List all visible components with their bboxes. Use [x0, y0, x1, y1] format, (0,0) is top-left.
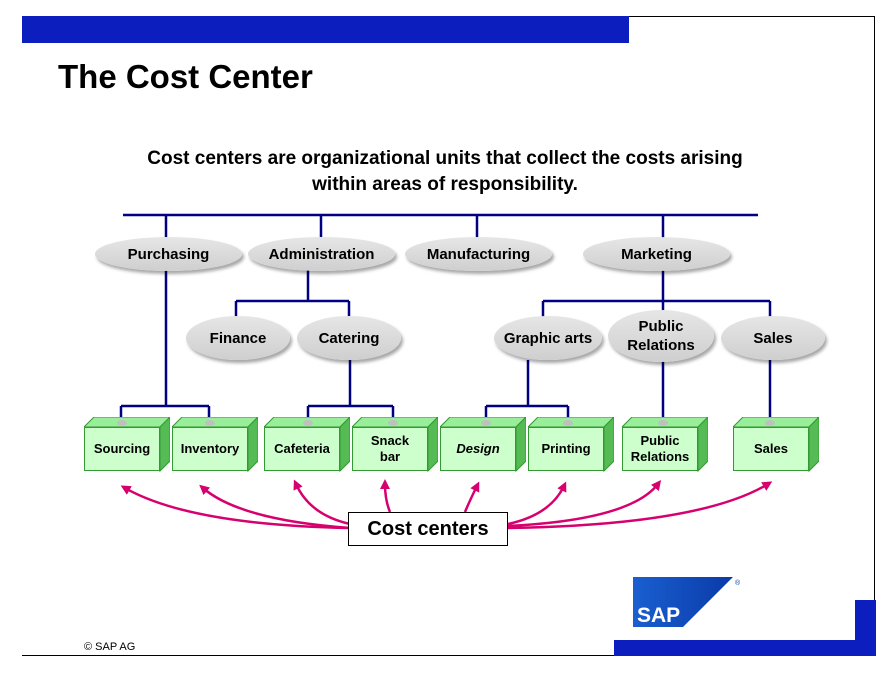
arrow-printing — [507, 481, 567, 526]
unit-catering: Catering — [297, 316, 401, 360]
arrow-inventory — [199, 484, 351, 530]
arrow-public-relations — [507, 480, 662, 528]
cost-center-box-public-relations: Public Relations — [622, 417, 708, 473]
cost-center-box-design: Design — [440, 417, 526, 473]
arrow-cafeteria — [293, 479, 351, 526]
department-manufacturing: Manufacturing — [405, 237, 552, 271]
box-label: Snack bar — [352, 427, 428, 471]
box-3d-shape — [264, 417, 350, 473]
box-label: Sales — [733, 427, 809, 471]
cost-center-box-sales: Sales — [733, 417, 819, 473]
department-purchasing: Purchasing — [95, 237, 242, 271]
cost-center-box-cafeteria: Cafeteria — [264, 417, 350, 473]
unit-finance: Finance — [186, 316, 290, 360]
cost-center-box-snack-bar: Snack bar — [352, 417, 438, 473]
cost-center-arrows — [120, 479, 773, 530]
arrow-snack-bar — [380, 479, 392, 513]
sap-logo-text: SAP — [637, 604, 680, 627]
cost-center-box-printing: Printing — [528, 417, 614, 473]
arrow-sales — [507, 481, 773, 530]
subtitle-line-1: Cost centers are organizational units th… — [147, 148, 743, 169]
box-3d-shape — [352, 417, 438, 473]
department-administration: Administration — [248, 237, 395, 271]
slide-subtitle: Cost centers are organizational units th… — [100, 146, 790, 198]
slide-title: The Cost Center — [58, 58, 313, 95]
subtitle-line-2: within areas of responsibility. — [312, 174, 578, 195]
box-label: Design — [440, 427, 516, 471]
cost-center-box-sourcing: Sourcing — [84, 417, 170, 473]
copyright-text: © SAP AG — [84, 641, 136, 653]
arrow-design — [463, 481, 480, 513]
unit-public-relations: Public Relations — [608, 310, 714, 362]
unit-graphic-arts: Graphic arts — [494, 316, 602, 360]
box-label: Sourcing — [84, 427, 160, 471]
cost-centers-label: Cost centers — [348, 512, 508, 546]
top-accent-bar — [22, 16, 629, 43]
unit-sales: Sales — [721, 316, 825, 360]
box-label: Inventory — [172, 427, 248, 471]
cost-center-box-inventory: Inventory — [172, 417, 258, 473]
bottom-accent-bar-vertical — [855, 600, 876, 656]
box-3d-shape — [84, 417, 170, 473]
sap-logo: SAP ® — [633, 577, 741, 627]
box-label: Printing — [528, 427, 604, 471]
box-3d-shape — [172, 417, 258, 473]
box-label: Public Relations — [622, 427, 698, 471]
bottom-accent-bar — [614, 640, 876, 656]
arrow-sourcing — [120, 485, 351, 530]
box-label: Cafeteria — [264, 427, 340, 471]
registered-mark: ® — [735, 579, 741, 587]
department-marketing: Marketing — [583, 237, 730, 271]
